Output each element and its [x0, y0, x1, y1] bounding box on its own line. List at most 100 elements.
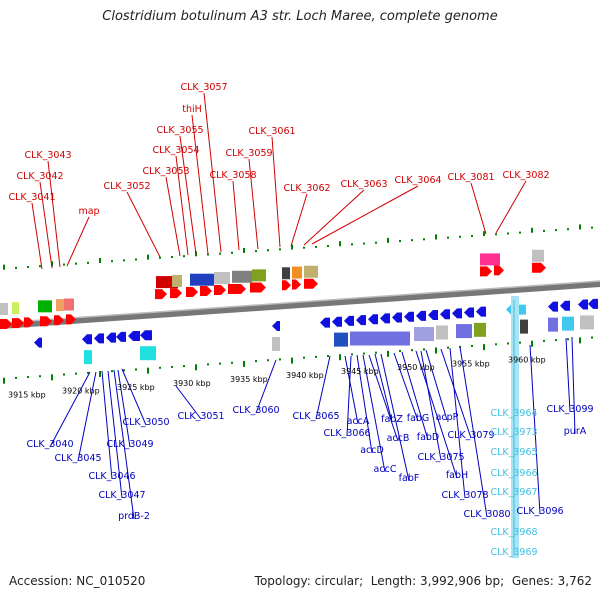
gene-label[interactable]: CLK_3967: [490, 487, 537, 498]
gene-label[interactable]: CLK_3049: [106, 439, 153, 450]
gene-label[interactable]: accC: [374, 464, 397, 475]
gene-label[interactable]: CLK_3059: [225, 148, 272, 159]
gene-label[interactable]: CLK_3052: [103, 181, 150, 192]
gene-annotation-box: [350, 331, 410, 346]
reverse-gene-arrow[interactable]: [116, 331, 126, 342]
gene-label[interactable]: CLK_3969: [490, 547, 537, 558]
reverse-gene-arrow[interactable]: [272, 320, 280, 331]
reverse-gene-arrow[interactable]: [34, 337, 42, 348]
gene-label[interactable]: accD: [360, 445, 384, 456]
reverse-gene-arrow[interactable]: [578, 299, 588, 310]
gene-label[interactable]: CLK_3047: [98, 490, 145, 501]
gene-label[interactable]: fabF: [399, 473, 420, 484]
gene-label[interactable]: CLK_3965: [490, 447, 537, 458]
reverse-gene-arrow[interactable]: [452, 308, 462, 319]
reverse-gene-arrow[interactable]: [380, 313, 390, 324]
gene-label[interactable]: CLK_3065: [292, 411, 339, 422]
gene-label[interactable]: thiH: [182, 104, 202, 115]
forward-gene-arrow[interactable]: [200, 286, 212, 296]
gene-label[interactable]: CLK_3064: [394, 175, 441, 186]
gene-label[interactable]: CLK_3043: [24, 150, 71, 161]
reverse-gene-arrow[interactable]: [416, 310, 426, 321]
forward-gene-arrow[interactable]: [24, 317, 34, 328]
forward-gene-arrow[interactable]: [170, 288, 182, 299]
gene-label[interactable]: CLK_3051: [177, 411, 224, 422]
reverse-gene-arrow[interactable]: [128, 331, 140, 342]
gene-label[interactable]: CLK_3066: [323, 428, 370, 439]
gene-label[interactable]: acpP: [436, 412, 459, 423]
forward-gene-arrow[interactable]: [155, 289, 167, 300]
reverse-gene-arrow[interactable]: [404, 311, 414, 322]
reverse-gene-arrow[interactable]: [140, 330, 152, 341]
reverse-gene-arrow[interactable]: [106, 332, 116, 343]
gene-label[interactable]: CLK_3058: [209, 170, 256, 181]
gene-label[interactable]: CLK_3099: [546, 404, 593, 415]
reverse-gene-arrow[interactable]: [332, 316, 342, 327]
gene-label[interactable]: accA: [347, 416, 370, 427]
reverse-gene-arrow[interactable]: [440, 309, 450, 320]
gene-label[interactable]: CLK_3055: [156, 125, 203, 136]
reverse-gene-arrow[interactable]: [464, 307, 474, 318]
gene-label[interactable]: CLK_3045: [54, 453, 101, 464]
forward-gene-arrow[interactable]: [186, 286, 198, 297]
forward-gene-arrow[interactable]: [480, 266, 492, 277]
gene-label[interactable]: CLK_3042: [16, 171, 63, 182]
forward-gene-arrow[interactable]: [494, 265, 504, 276]
gene-label[interactable]: CLK_3040: [26, 439, 73, 450]
gene-label[interactable]: CLK_3063: [340, 179, 387, 190]
gene-label[interactable]: CLK_3060: [232, 405, 279, 416]
reverse-gene-arrow[interactable]: [94, 333, 104, 344]
gene-label[interactable]: CLK_3964: [490, 408, 537, 419]
gene-label[interactable]: CLK_3080: [463, 509, 510, 520]
gene-label[interactable]: CLK_3061: [248, 126, 295, 137]
gene-label[interactable]: CLK_3075: [417, 452, 464, 463]
gene-label[interactable]: prdB-2: [118, 511, 150, 522]
reverse-gene-arrow[interactable]: [82, 334, 92, 345]
gene-label[interactable]: CLK_3053: [142, 166, 189, 177]
reverse-gene-arrow[interactable]: [368, 314, 378, 325]
reverse-gene-arrow[interactable]: [560, 300, 570, 311]
reverse-gene-arrow[interactable]: [344, 315, 354, 326]
forward-gene-arrow[interactable]: [228, 284, 246, 295]
forward-gene-arrow[interactable]: [282, 280, 291, 291]
gene-label[interactable]: CLK_3096: [516, 506, 563, 517]
forward-gene-arrow[interactable]: [66, 314, 76, 325]
reverse-gene-arrow[interactable]: [428, 310, 438, 321]
forward-gene-arrow[interactable]: [40, 316, 52, 327]
forward-gene-arrow[interactable]: [304, 278, 318, 289]
gene-label[interactable]: fabD: [417, 432, 440, 443]
gene-label[interactable]: CLK_3041: [8, 192, 55, 203]
gene-label[interactable]: CLK_3046: [88, 471, 135, 482]
reverse-gene-arrow[interactable]: [548, 301, 558, 312]
gene-label[interactable]: CLK_3054: [152, 145, 199, 156]
forward-gene-arrow[interactable]: [0, 319, 12, 329]
forward-gene-arrow[interactable]: [12, 318, 24, 329]
forward-gene-arrow[interactable]: [292, 279, 301, 290]
gene-label[interactable]: CLK_3081: [447, 172, 494, 183]
reverse-gene-arrow[interactable]: [588, 298, 598, 309]
gene-label[interactable]: accB: [387, 433, 410, 444]
gene-label[interactable]: CLK_3973: [490, 427, 537, 438]
reverse-gene-arrow[interactable]: [320, 317, 330, 328]
forward-gene-arrow[interactable]: [214, 285, 226, 296]
forward-gene-arrow[interactable]: [250, 282, 266, 293]
reverse-gene-arrow[interactable]: [392, 312, 402, 323]
gene-label[interactable]: CLK_3082: [502, 170, 549, 181]
reverse-gene-arrow[interactable]: [356, 315, 366, 326]
reverse-gene-arrow[interactable]: [476, 306, 486, 317]
gene-label[interactable]: CLK_3078: [441, 490, 488, 501]
gene-label[interactable]: CLK_3966: [490, 468, 537, 479]
forward-gene-arrow[interactable]: [54, 315, 64, 326]
gene-label[interactable]: map: [78, 206, 99, 217]
forward-gene-arrow[interactable]: [532, 262, 546, 273]
gene-label[interactable]: CLK_3050: [122, 417, 169, 428]
gene-label[interactable]: fabZ: [381, 414, 403, 425]
gene-label[interactable]: purA: [564, 426, 587, 437]
gene-label[interactable]: fabH: [446, 470, 468, 481]
gene-label[interactable]: fabG: [407, 413, 430, 424]
gene-label[interactable]: CLK_3079: [447, 430, 494, 441]
gene-label[interactable]: CLK_3062: [283, 183, 330, 194]
gene-label[interactable]: CLK_3968: [490, 527, 537, 538]
gene-label[interactable]: CLK_3057: [180, 82, 227, 93]
label-leader-line: [49, 371, 91, 448]
